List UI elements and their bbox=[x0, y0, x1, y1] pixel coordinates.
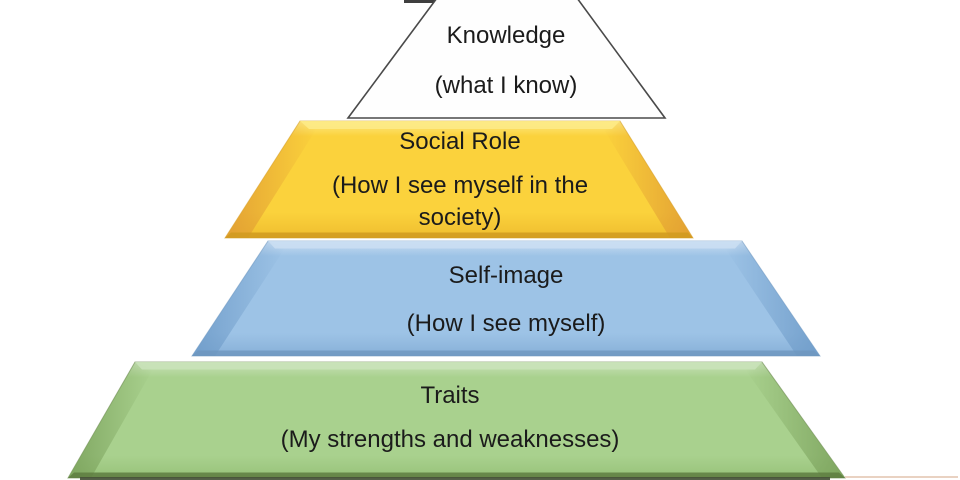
level-social-role-shape bbox=[224, 120, 694, 239]
self-image-bottom-shadow bbox=[192, 350, 820, 356]
social-role-left-bevel bbox=[225, 121, 317, 238]
social-role-top-highlight bbox=[300, 121, 620, 129]
level-knowledge-shape bbox=[346, 0, 667, 119]
cut-off-bottom-level bbox=[80, 476, 958, 480]
traits-left-bevel bbox=[68, 362, 153, 478]
social-role-bottom-shadow bbox=[225, 232, 693, 238]
knowledge-trapezoid bbox=[346, 0, 667, 119]
traits-bottom-shadow bbox=[68, 472, 845, 478]
self-image-left-bevel bbox=[192, 241, 285, 356]
traits-top-highlight bbox=[135, 362, 762, 370]
traits-right-bevel bbox=[745, 362, 845, 478]
self-image-right-bevel bbox=[725, 241, 820, 356]
self-image-trapezoid bbox=[191, 240, 821, 357]
traits-trapezoid bbox=[67, 361, 846, 479]
self-image-top-highlight bbox=[268, 241, 742, 249]
social-role-right-bevel bbox=[603, 121, 693, 238]
level-self-image-shape bbox=[191, 240, 821, 357]
cut-off-bottom-level-edge bbox=[80, 477, 830, 480]
level-traits-shape bbox=[67, 361, 846, 479]
